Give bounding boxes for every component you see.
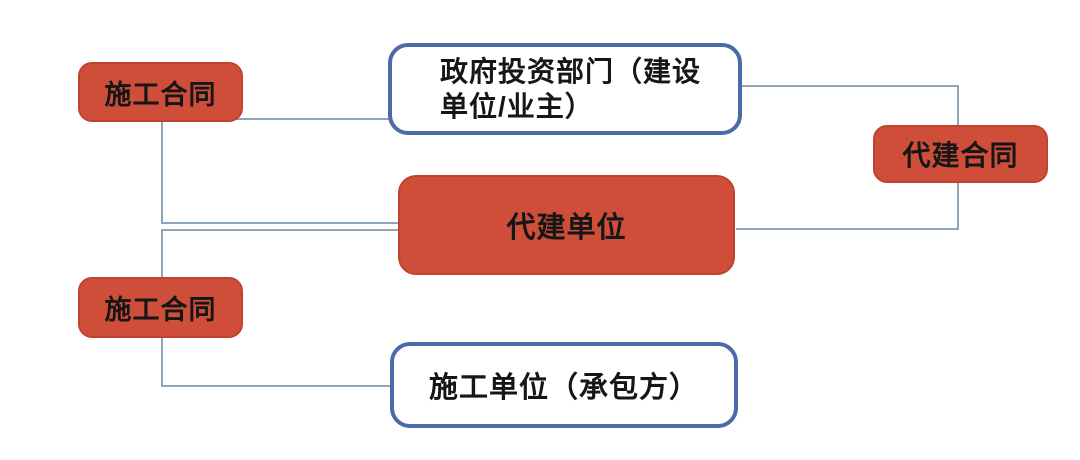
node-agent-construction-contract: 代建合同 bbox=[873, 125, 1048, 183]
node-construction-unit-contractor: 施工单位（承包方） bbox=[390, 342, 738, 428]
node-label: 代建单位 bbox=[506, 212, 627, 244]
connector-government-to-right bbox=[740, 85, 959, 87]
node-government-investment-dept: 政府投资部门（建设 单位/业主） bbox=[388, 43, 742, 135]
node-agent-construction-unit: 代建单位 bbox=[398, 175, 735, 275]
node-label: 代建合同 bbox=[902, 140, 1019, 171]
connector-left-to-agentunit-lower bbox=[161, 229, 398, 231]
node-label-line1: 政府投资部门（建设 bbox=[440, 56, 702, 87]
node-construction-contract-bottom: 施工合同 bbox=[78, 277, 243, 338]
connector-bottomcontract-to-contractor bbox=[161, 385, 392, 387]
connector-right-to-agentunit bbox=[736, 228, 958, 230]
connector-left-vertical-upper bbox=[161, 120, 163, 223]
node-label: 施工单位（承包方） bbox=[428, 372, 699, 404]
node-label: 政府投资部门（建设 单位/业主） bbox=[440, 54, 701, 124]
node-label: 施工合同 bbox=[104, 295, 217, 325]
node-construction-contract-top: 施工合同 bbox=[78, 62, 243, 122]
node-label-line2: 单位/业主） bbox=[440, 91, 594, 122]
connector-left-to-agentunit-upper bbox=[161, 222, 398, 224]
connector-topcontract-to-government bbox=[162, 118, 390, 120]
node-label: 施工合同 bbox=[104, 79, 217, 110]
